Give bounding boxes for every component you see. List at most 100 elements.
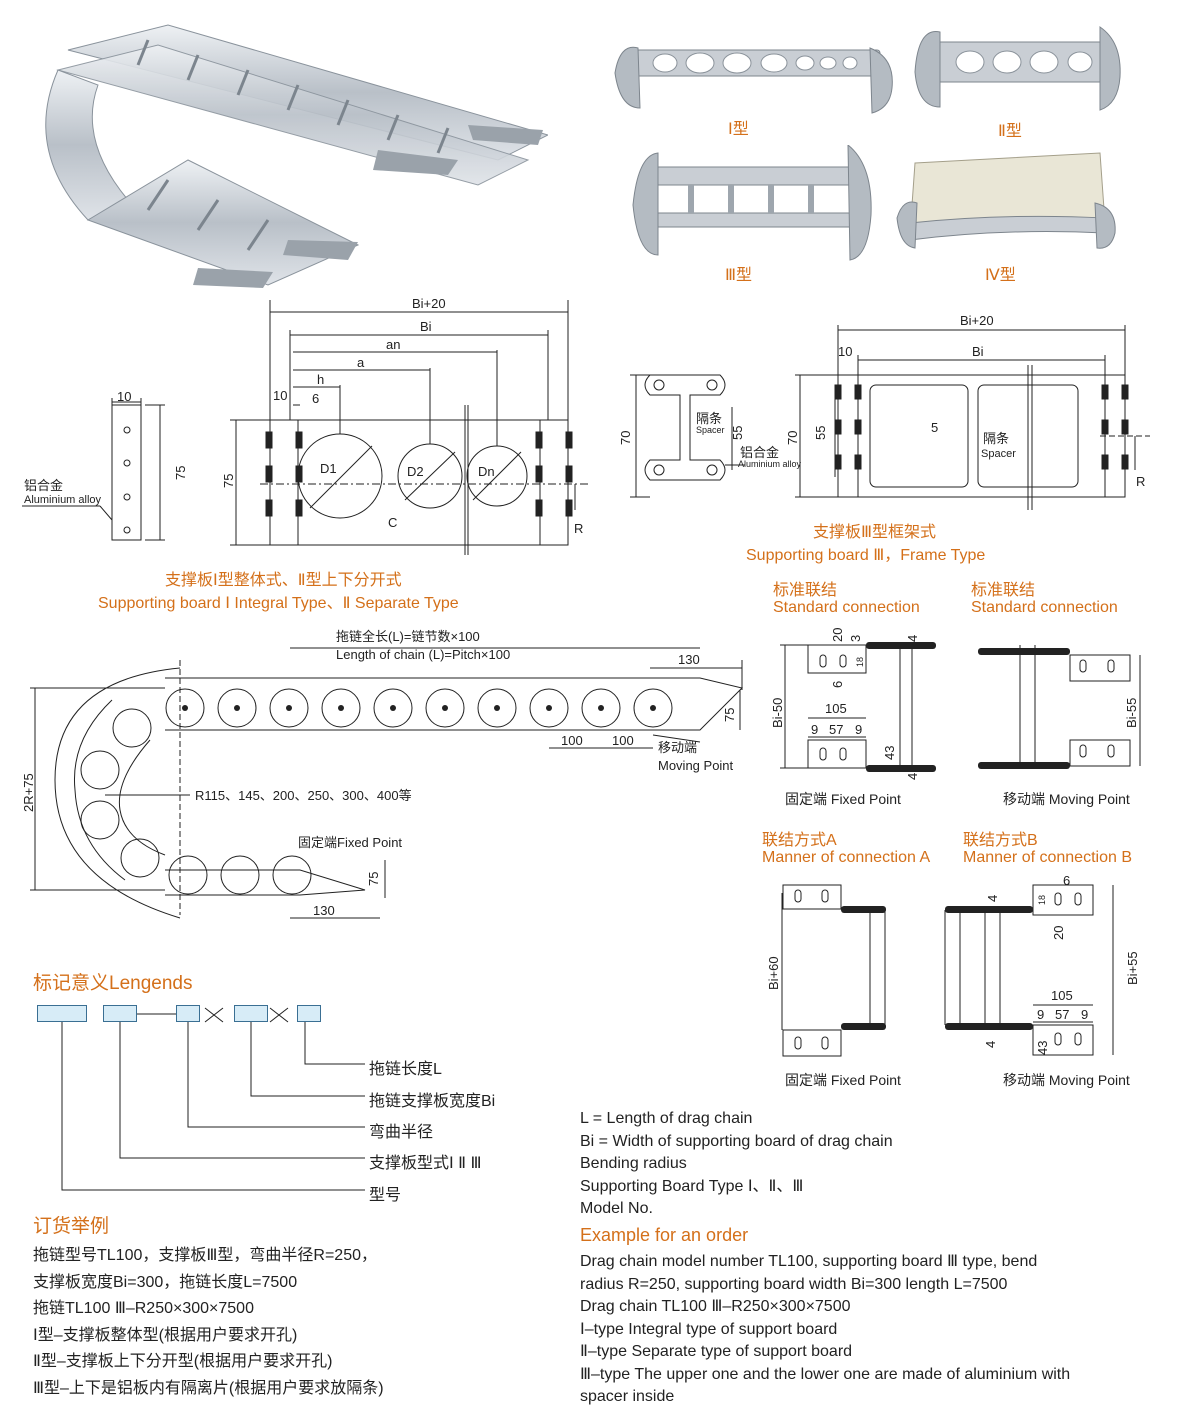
b3-dim-bi20: Bi+20	[960, 313, 994, 328]
b12-dim-10b: 10	[273, 388, 287, 403]
b3-dim-5: 5	[931, 420, 938, 435]
legend-item-length: 拖链长度L	[369, 1061, 442, 1078]
chain-moving-zh: 移动端	[658, 740, 697, 755]
manner-d57: 57	[1055, 1007, 1069, 1022]
b12-alloy-zh: 铝合金	[24, 478, 63, 493]
board12-caption-zh: 支撑板Ⅰ型整体式、Ⅱ型上下分开式	[165, 572, 402, 589]
board3-drawing: 70 隔条 Spacer 55 铝合金 Aluminium alloy Bi+2…	[618, 313, 1150, 510]
b12-dim-10a: 10	[117, 389, 131, 404]
manner-bi55: Bi+55	[1125, 951, 1140, 985]
legend-item-width: 拖链支撑板宽度Bi	[369, 1093, 496, 1110]
b12-r: R	[574, 521, 583, 536]
std-d3: 3	[848, 635, 863, 642]
order-zh-list: 拖链型号TL100，支撑板Ⅲ型，弯曲半径R=250， 支撑板宽度Bi=300，拖…	[33, 1243, 384, 1402]
drag-chain-photo	[28, 10, 550, 290]
b12-dim-6: 6	[312, 391, 319, 406]
manner-fixed-label: 固定端 Fixed Point	[785, 1072, 901, 1088]
b3-spacer-zh: 隔条	[696, 411, 722, 426]
legend-leader-lines	[61, 1007, 365, 1191]
order-en-list: Drag chain model number TL100, supportin…	[580, 1251, 1070, 1409]
legend-en-0: L = Length of drag chain	[580, 1110, 753, 1127]
std-d43: 43	[882, 746, 897, 760]
order-zh-3: Ⅰ型–支撑板整体型(根据用户要求开孔)	[33, 1326, 298, 1344]
std-d6: 6	[830, 681, 845, 688]
b3-spacer-en: Spacer	[696, 425, 725, 435]
order-zh-2: 拖链TL100 Ⅲ–R250×300×7500	[33, 1300, 254, 1317]
std-d9b: 9	[855, 722, 862, 737]
order-zh-4: Ⅱ型–支撑板上下分开型(根据用户要求开孔)	[33, 1353, 333, 1370]
order-title-zh: 订货举例	[33, 1216, 110, 1237]
type2-board-photo	[910, 12, 1125, 117]
std-left-en: Standard connection	[773, 599, 920, 616]
b3-dim-55b: 55	[813, 426, 828, 440]
manner-d4b: 4	[983, 1041, 998, 1048]
std-right-zh: 标准联结	[971, 582, 1036, 599]
manner-d9a: 9	[1037, 1007, 1044, 1022]
order-zh-5: Ⅲ型–上下是铝板内有隔离片(根据用户要求放隔条)	[33, 1379, 384, 1397]
std-d105: 105	[825, 701, 847, 716]
b12-dim-a: a	[357, 355, 365, 370]
order-en-0: Drag chain model number TL100, supportin…	[580, 1253, 1038, 1270]
std-d18: 18	[855, 657, 865, 667]
chain-radii: R115、145、200、250、300、400等	[195, 788, 412, 803]
legend-item-type: 支撑板型式Ⅰ Ⅱ Ⅲ	[369, 1155, 482, 1172]
std-d4a: 4	[905, 635, 920, 642]
legend-box-model	[37, 1005, 87, 1022]
chain-dim-130b: 130	[313, 903, 335, 918]
std-right-en: Standard connection	[971, 599, 1118, 616]
manner-a-zh: 联结方式A	[762, 832, 837, 849]
type1-label: Ⅰ型	[728, 121, 749, 138]
b12-dim-bi: Bi	[420, 319, 432, 334]
manner-b-en: Manner of connection B	[963, 849, 1132, 866]
b3-r: R	[1136, 474, 1145, 489]
b3-spacer2-zh: 隔条	[983, 431, 1009, 446]
legend-box-width	[234, 1005, 268, 1022]
b3-dim-70b: 70	[785, 431, 800, 445]
chain-dim-130a: 130	[678, 652, 700, 667]
std-d57: 57	[829, 722, 843, 737]
b12-dim-75a: 75	[173, 466, 188, 480]
type1-board-photo	[610, 18, 900, 118]
chain-dim-2r75: 2R+75	[21, 773, 36, 812]
manner-d105: 105	[1051, 988, 1073, 1003]
type3-board-photo	[628, 143, 878, 265]
std-d9a: 9	[811, 722, 818, 737]
type3-label: Ⅲ型	[725, 267, 753, 284]
manner-d4a: 4	[985, 895, 1000, 902]
b12-dim-h: h	[317, 372, 324, 387]
b3-dim-70a: 70	[618, 431, 633, 445]
type4-board-photo	[895, 148, 1120, 253]
std-d20: 20	[830, 628, 845, 642]
manner-b-zh: 联结方式B	[963, 832, 1038, 849]
legend-box-radius	[176, 1005, 200, 1022]
b12-dim-an: an	[386, 337, 400, 352]
chain-bend-drawing: 拖链全长(L)=链节数×100 Length of chain (L)=Pitc…	[21, 629, 743, 919]
order-title-en: Example for an order	[580, 1225, 749, 1245]
order-en-2: Drag chain TL100 Ⅲ–R250×300×7500	[580, 1298, 851, 1315]
manner-d20: 20	[1051, 926, 1066, 940]
manner-d6: 6	[1063, 873, 1070, 888]
order-en-4: Ⅱ–type Separate type of support board	[580, 1343, 853, 1360]
std-bi55: Bi-55	[1124, 698, 1139, 728]
type4-label: Ⅳ型	[985, 267, 1016, 284]
order-zh-1: 支撑板宽度Bi=300，拖链长度L=7500	[33, 1273, 298, 1291]
legend-english-list: L = Length of drag chain Bi = Width of s…	[580, 1108, 893, 1221]
board3-caption-zh: 支撑板Ⅲ型框架式	[813, 524, 937, 541]
legend-en-2: Bending radius	[580, 1155, 687, 1172]
board12-caption-en: Supporting board Ⅰ Integral Type、Ⅱ Separ…	[98, 595, 459, 612]
standard-connection-drawing: 20 3 4 18 6 Bi-50 105 9 57 9 43 4 Bi-55	[770, 628, 1141, 780]
manner-connection-drawing: Bi+60 4 18 6 20 Bi+55 105 9 57 9 4 43	[766, 873, 1140, 1057]
legend-en-1: Bi = Width of supporting board of drag c…	[580, 1132, 893, 1150]
manner-a-en: Manner of connection A	[762, 849, 931, 866]
chain-dim-100a: 100	[561, 733, 583, 748]
legend-title: 标记意义Lengends	[33, 973, 193, 994]
chain-dim-75a: 75	[722, 708, 737, 722]
b12-dim-75b: 75	[221, 474, 236, 488]
std-left-zh: 标准联结	[773, 582, 838, 599]
legend-box-length	[297, 1005, 321, 1022]
chain-dim-100b: 100	[612, 733, 634, 748]
chain-dim-75b: 75	[366, 872, 381, 886]
order-zh-0: 拖链型号TL100，支撑板Ⅲ型，弯曲半径R=250，	[33, 1247, 377, 1264]
manner-d9b: 9	[1081, 1007, 1088, 1022]
legend-en-4: Model No.	[580, 1200, 653, 1217]
